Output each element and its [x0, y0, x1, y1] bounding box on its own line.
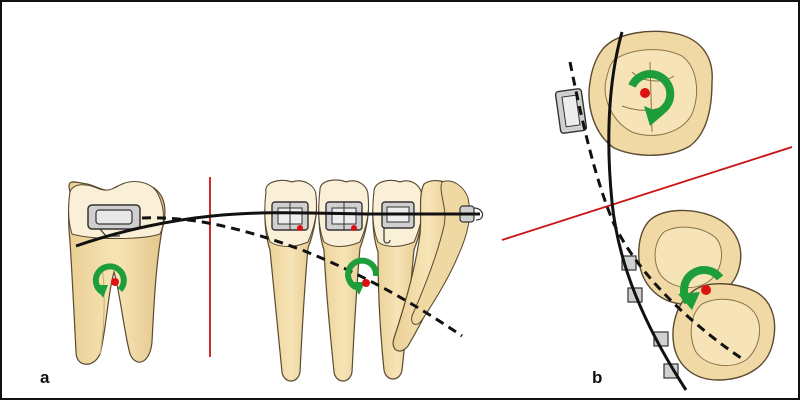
archwire	[75, 211, 480, 248]
panel-a	[67, 177, 484, 382]
reference-line-diagonal	[501, 146, 793, 241]
lower-premolar-occlusal-2	[672, 283, 776, 381]
panel-b	[501, 30, 793, 391]
rotation-arrow-icon	[678, 266, 724, 310]
dashed-reference-line-b	[568, 61, 745, 362]
bracket-2-dot	[351, 225, 357, 231]
rotation-arrow-icon	[628, 70, 675, 126]
rotation-arrow-icon	[92, 263, 127, 298]
panel-a-label: a	[40, 368, 50, 387]
rotation-arrow-icon	[345, 257, 380, 295]
bracket-2	[325, 201, 363, 231]
panel-b-label: b	[592, 368, 603, 387]
center-of-resistance-icon	[701, 285, 711, 295]
molar-tube-b-icon	[554, 88, 588, 134]
bracket-1	[271, 201, 309, 231]
dashed-reference-line	[141, 216, 463, 338]
center-of-resistance-icon	[111, 278, 119, 286]
center-of-resistance-icon	[640, 88, 650, 98]
molar-tube-icon	[87, 204, 141, 237]
incisor-teeth	[392, 180, 471, 352]
bracket-1-dot	[297, 225, 303, 231]
archwire-b	[607, 31, 688, 391]
center-of-resistance-icon	[362, 279, 370, 287]
